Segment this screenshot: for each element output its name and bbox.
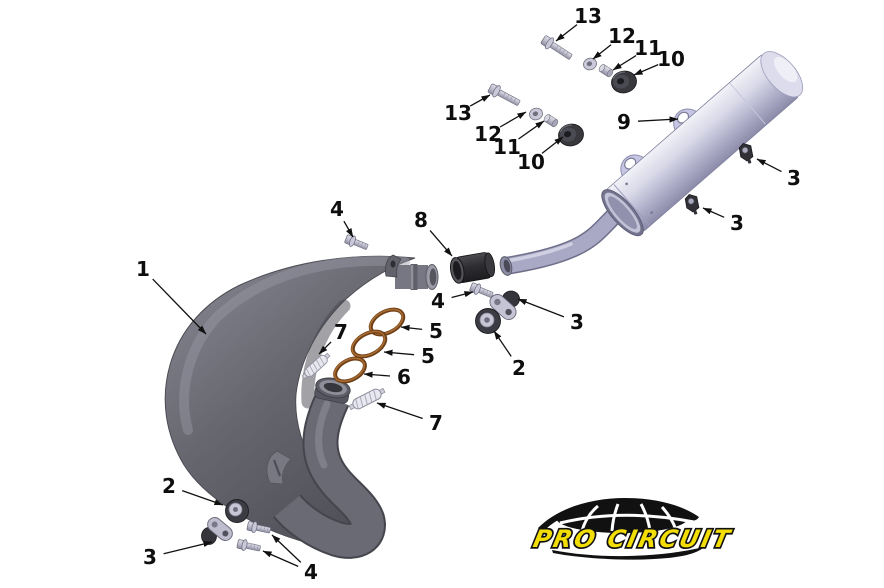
leader-arrow-3 xyxy=(702,207,725,218)
leader-arrow-3 xyxy=(163,541,213,555)
rubber-grommet-10a xyxy=(608,68,640,96)
stinger-opening-bore xyxy=(429,268,437,286)
rubber-grommet-10b xyxy=(555,121,587,149)
callout-label-12: 12 xyxy=(474,122,502,146)
bottom-mount-bracket xyxy=(201,499,249,545)
callout-label-11: 11 xyxy=(634,36,662,60)
pipe-spring-7b xyxy=(347,385,387,413)
callout-label-2: 2 xyxy=(162,474,176,498)
mount-bolt-13a xyxy=(539,33,575,63)
stinger-tab-hole xyxy=(390,260,396,268)
callout-label-10: 10 xyxy=(517,150,545,174)
logo-text: PRO CIRCUIT xyxy=(531,524,735,553)
muffler-body-group xyxy=(601,51,804,237)
mid-pipe-highlight xyxy=(505,242,573,263)
leader-arrow-4 xyxy=(451,291,474,299)
leader-arrow-5 xyxy=(383,349,415,356)
spacer-11b xyxy=(542,113,560,129)
leader-arrow-3 xyxy=(517,298,565,318)
mid-mount-bracket xyxy=(475,290,520,334)
leader-arrow-2 xyxy=(181,489,224,506)
callout-label-6: 6 xyxy=(397,365,411,389)
bottom-damper-center xyxy=(233,507,238,512)
logo-swoosh xyxy=(552,547,704,560)
callout-label-3: 3 xyxy=(730,211,744,235)
callout-label-5: 5 xyxy=(429,319,443,343)
callout-label-9: 9 xyxy=(617,110,631,134)
leader-arrow-4 xyxy=(271,534,302,563)
callout-label-4: 4 xyxy=(330,197,344,221)
muffler-end-dome-highlight xyxy=(773,56,798,83)
flange-bolt-4-mid xyxy=(468,281,495,301)
exhaust-coupler xyxy=(449,252,496,284)
callout-label-4: 4 xyxy=(304,560,318,584)
leader-arrow-7 xyxy=(318,341,332,355)
callout-label-4: 4 xyxy=(431,289,445,313)
chamber-inner-shadow xyxy=(301,299,351,409)
callout-label-7: 7 xyxy=(334,320,348,344)
leader-arrow-8 xyxy=(429,230,453,257)
leader-arrow-3 xyxy=(756,158,782,173)
bottom-link-plate xyxy=(207,517,233,541)
muffler-seam-cone xyxy=(729,83,766,125)
callout-label-13: 13 xyxy=(444,101,472,125)
chamber-bracket-tab xyxy=(266,450,292,485)
mid-pipe-bore xyxy=(503,259,511,273)
leader-arrow-11 xyxy=(612,54,637,71)
callout-label-13: 13 xyxy=(574,4,602,28)
header-pipe-highlight xyxy=(315,400,331,469)
callout-label-1: 1 xyxy=(136,257,150,281)
mid-pipe xyxy=(504,211,619,274)
mid-damper-center xyxy=(484,317,490,323)
leader-arrow-7 xyxy=(376,402,423,420)
logo-globe-icon xyxy=(538,498,699,533)
spacer-11a xyxy=(597,63,615,79)
callout-label-3: 3 xyxy=(570,310,584,334)
muffler-assembly xyxy=(499,51,804,276)
mount-bolt-13b xyxy=(486,81,523,110)
leader-arrow-13 xyxy=(555,24,578,42)
callout-label-3: 3 xyxy=(143,545,157,569)
callout-label-7: 7 xyxy=(429,411,443,435)
leader-arrow-13 xyxy=(469,94,491,107)
leader-arrow-6 xyxy=(363,371,391,378)
muffler-rivet xyxy=(650,211,653,214)
leader-arrow-2 xyxy=(493,330,512,357)
mid-link-plate xyxy=(489,294,517,320)
leader-arrow-4 xyxy=(343,220,354,238)
callout-label-3: 3 xyxy=(787,166,801,190)
washer-12b xyxy=(527,105,545,123)
muffler-seam-front xyxy=(613,184,650,226)
leader-arrow-1 xyxy=(152,278,207,335)
flange-bolt-4-top xyxy=(343,233,370,253)
callout-label-8: 8 xyxy=(414,208,428,232)
washer-12a xyxy=(581,55,599,73)
chamber-tab-slot xyxy=(272,459,282,477)
flange-bolt-4-bottom2 xyxy=(236,537,262,555)
callout-label-10: 10 xyxy=(657,47,685,71)
chamber-highlight xyxy=(179,255,410,435)
leader-arrow-5 xyxy=(400,324,423,332)
leader-arrow-12 xyxy=(592,44,612,60)
pro-circuit-logo: PRO CIRCUIT xyxy=(529,498,736,560)
oring-5b xyxy=(348,326,389,362)
leader-arrow-10 xyxy=(541,136,564,154)
callout-label-5: 5 xyxy=(421,344,435,368)
leader-arrow-11 xyxy=(518,120,545,140)
muffler-rivet xyxy=(625,182,628,186)
callout-label-11: 11 xyxy=(493,135,521,159)
callout-label-12: 12 xyxy=(608,24,636,48)
leader-arrow-4 xyxy=(262,550,299,567)
leader-arrow-12 xyxy=(499,111,527,128)
expansion-chamber-pipe xyxy=(164,254,439,559)
leader-arrow-10 xyxy=(633,64,659,76)
muffler-end-cap-recess xyxy=(608,196,638,230)
callout-label-2: 2 xyxy=(512,356,526,380)
oring-5a xyxy=(366,304,407,340)
leader-arrow-9 xyxy=(637,116,679,123)
muffler-damper-front xyxy=(682,191,703,217)
